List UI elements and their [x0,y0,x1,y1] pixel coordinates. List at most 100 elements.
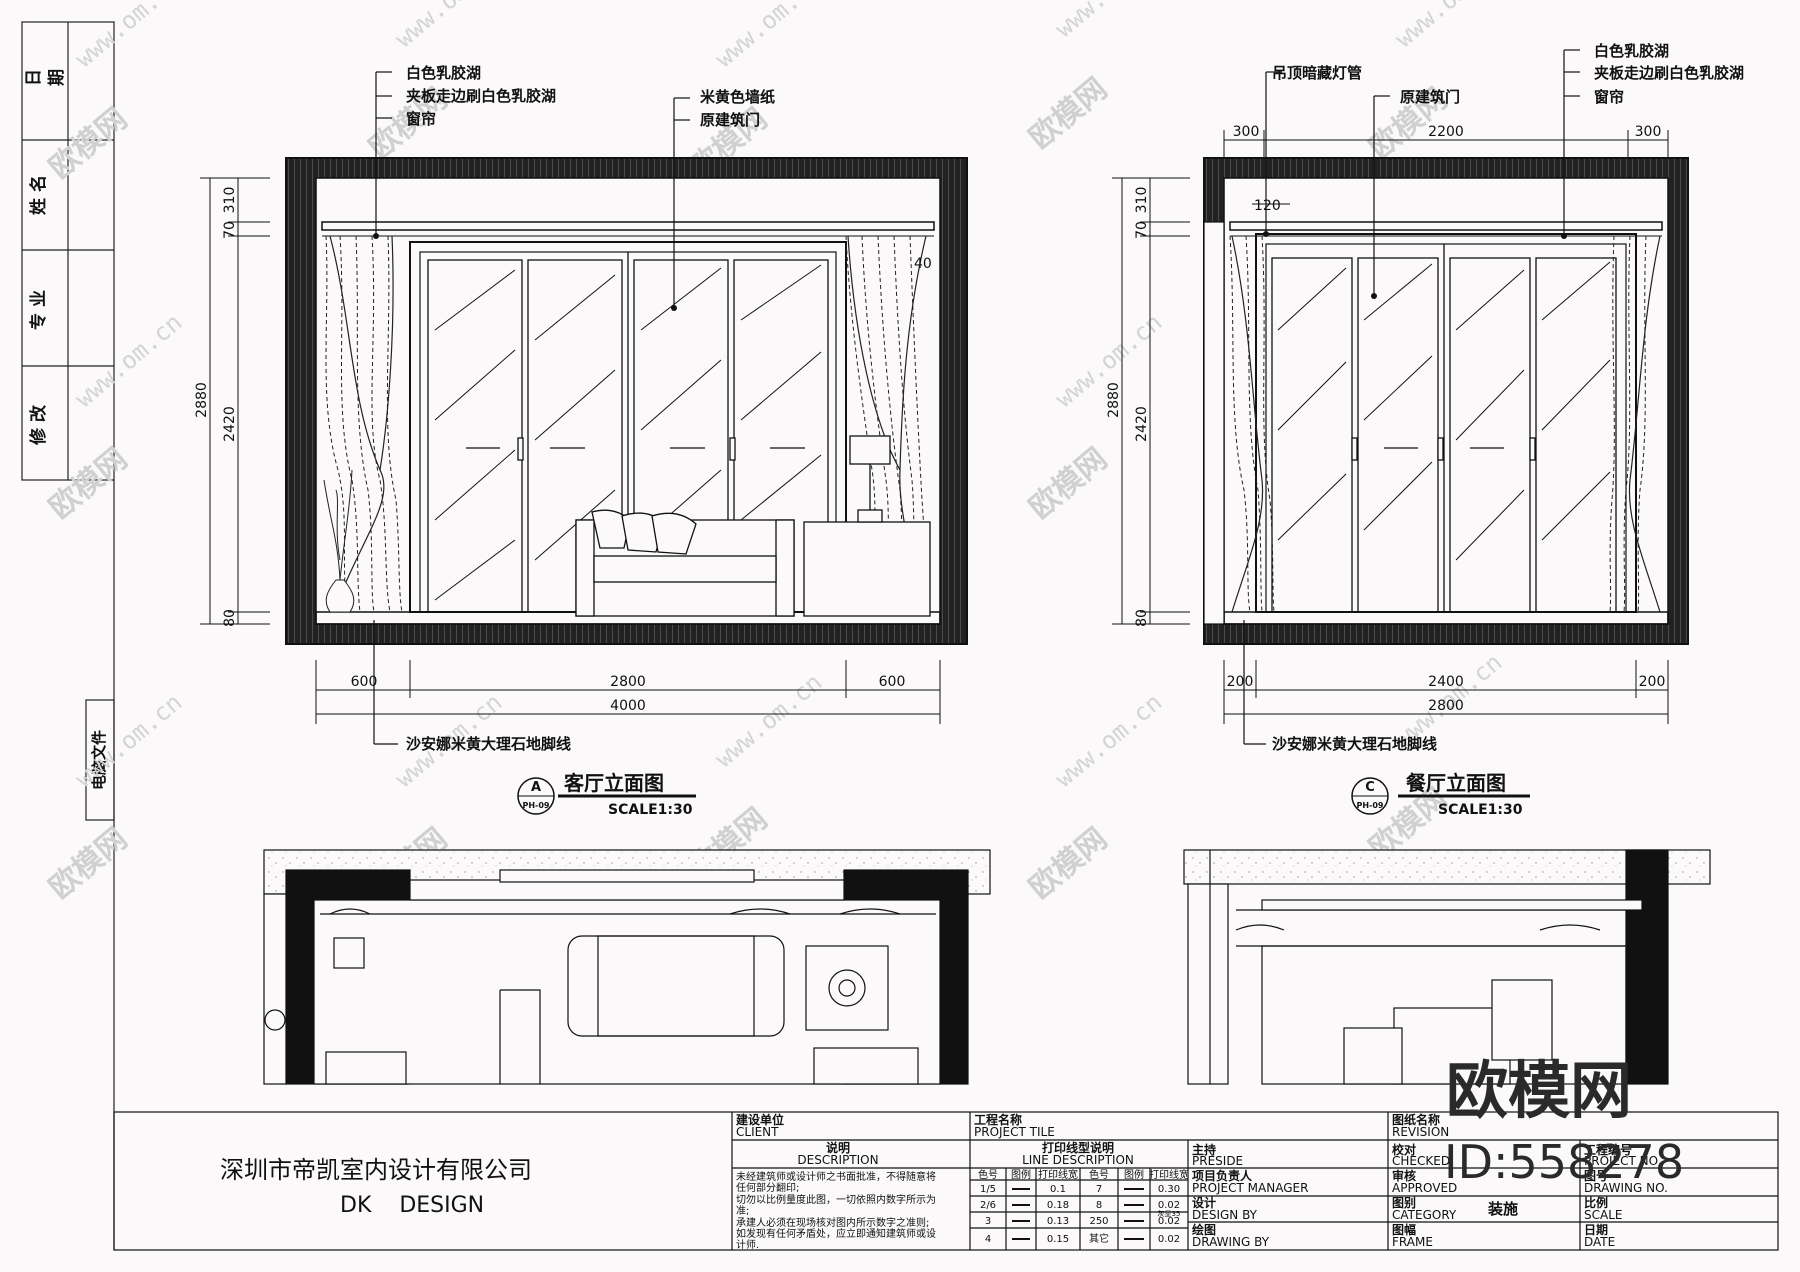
watermark-url: www.om.cn [710,668,828,773]
desc-line: 准; [736,1205,749,1217]
line-header: 图例 [1011,1168,1031,1181]
desc-line: 计师. [736,1238,759,1251]
watermark-url: www.om.cn [70,688,188,793]
elevation-c: 吊顶暗藏灯管 原建筑门 白色乳胶湖 夹板走边刷白色乳胶湖 窗帘 300 2200… [1106,42,1744,818]
dim-c-left-200: 200 [1227,674,1254,690]
date-en: DATE [1584,1235,1615,1249]
dim-c-inner: 120 [1254,198,1281,214]
project-no-cn: 工程编号 [1584,1142,1632,1157]
desc-line: 如发现有任何矛盾处，应立即通知建筑师或设 [736,1227,936,1240]
dim-c-top-mid: 2200 [1428,124,1464,140]
line-cell: 1/5 [980,1184,996,1195]
frame-cn: 图幅 [1392,1222,1416,1237]
title-c: 餐厅立面图 [1406,771,1506,795]
strip-date-label: 日 期 [24,70,65,91]
dim-a-base: 80 [222,609,238,627]
line-cell: 0.13 [1047,1216,1069,1227]
label-a-wallpaper: 米黄色墙纸 [700,88,775,106]
preside-en: PRESIDE [1192,1154,1243,1168]
approved-en: APPROVED [1392,1181,1457,1195]
watermark-url: www.om.cn [1390,0,1508,53]
project-no-en: PROJECT NO. [1584,1154,1661,1168]
plan-view-dining [1183,849,1711,1085]
project-cn: 工程名称 [974,1112,1022,1127]
line-cell: 0.15 [1047,1234,1069,1245]
title-a: 客厅立面图 [563,771,664,795]
line-cell: 3 [985,1216,991,1227]
line-cell: 8 [1096,1200,1102,1211]
dim-a-inner: 40 [914,256,932,272]
label-a-plywood-trim: 夹板走边刷白色乳胶湖 [406,87,556,105]
line-desc-en: LINE DESCRIPTION [1022,1153,1134,1167]
title-block [113,1111,1779,1251]
dim-c-cornice: 70 [1134,221,1150,239]
date-cn: 日期 [1584,1222,1608,1237]
scale-cn: 比例 [1584,1195,1608,1210]
line-header: 色号 [1089,1168,1109,1181]
desc-line: 任何部分翻印; [736,1181,799,1194]
category-value: 装施 [1487,1200,1518,1218]
watermark-brand: 欧模网 [1023,441,1114,526]
desc-cn: 说明 [826,1140,850,1155]
strip-computer-file: 电脑文件 [90,730,108,790]
line-cell: 2/6 [980,1200,996,1211]
dim-a-door-height: 2420 [222,406,238,442]
dim-c-top-right: 300 [1635,124,1662,140]
label-a-original-door: 原建筑门 [700,111,760,129]
label-a-marble-base: 沙安娜米黄大理石地脚线 [406,735,571,753]
tag-c-sheet: PH-09 [1356,801,1383,810]
line-cell: 4 [985,1234,991,1245]
line-cell: 250 [1089,1216,1108,1227]
client-en: CLIENT [736,1125,779,1139]
line-cell: 0.18 [1047,1200,1069,1211]
dim-a-cornice: 70 [222,221,238,239]
watermark-url: www.om.cn [710,0,828,73]
checked-cn: 校对 [1392,1142,1416,1157]
dim-c-total-height: 2880 [1106,382,1122,418]
elevation-a: 白色乳胶湖 夹板走边刷白色乳胶湖 窗帘 米黄色墙纸 原建筑门 2880 310 … [194,64,968,818]
scale-a: SCALE1:30 [608,802,693,818]
watermark-brand: 欧模网 [1023,71,1114,156]
company-name-en: DK DESIGN [340,1193,484,1218]
line-cell: 7 [1096,1184,1102,1195]
watermark-brand: 欧模网 [1023,821,1114,906]
pm-cn: 项目负责人 [1192,1168,1253,1183]
scale-c: SCALE1:30 [1438,802,1523,818]
label-a-white-latex: 白色乳胶湖 [406,64,481,82]
design-en: DESIGN BY [1192,1208,1258,1222]
line-cell: 0.02 [1158,1216,1180,1227]
dim-c-mid-2400: 2400 [1428,674,1464,690]
line-header: 图例 [1124,1168,1144,1181]
strip-major-label: 专 业 [28,290,49,330]
line-header: 打印线宽 [1149,1168,1189,1181]
desc-line: 承建人必须在现场核对图内所示数字之准则; [736,1216,929,1229]
strip-name-label: 姓 名 [28,175,49,215]
watermark-brand: 欧模网 [43,101,134,186]
company-name-cn: 深圳市帝凯室内设计有限公司 [220,1156,532,1184]
watermark-url: www.om.cn [70,308,188,413]
label-a-curtain: 窗帘 [406,110,436,128]
line-header: 打印线宽 [1038,1168,1078,1181]
line-header: 色号 [978,1168,998,1181]
dim-c-door-height: 2420 [1134,406,1150,442]
dim-a-mid-2800: 2800 [610,674,646,690]
watermark-url: www.om.cn [70,0,188,73]
watermark-tile: 欧模网 www.om.cn [43,0,188,186]
line-cell: 其它 [1089,1232,1109,1245]
design-cn: 设计 [1192,1195,1216,1210]
line-note: 灰显35 [1158,1209,1181,1218]
line-cell: 0.1 [1050,1184,1066,1195]
tag-a-sheet: PH-09 [522,801,549,810]
dim-a-left-600: 600 [351,674,378,690]
watermark-brand: 欧模网 [43,821,134,906]
dim-c-top-left: 300 [1233,124,1260,140]
plan-view-living [263,849,991,1085]
drawing-en: DRAWING BY [1192,1235,1270,1249]
drawing-no-en: DRAWING NO. [1584,1181,1668,1195]
watermark-tile: 欧模网 www.om.cn [43,688,188,906]
approved-cn: 审核 [1392,1168,1416,1183]
watermark-brand: 欧模网 [43,441,134,526]
